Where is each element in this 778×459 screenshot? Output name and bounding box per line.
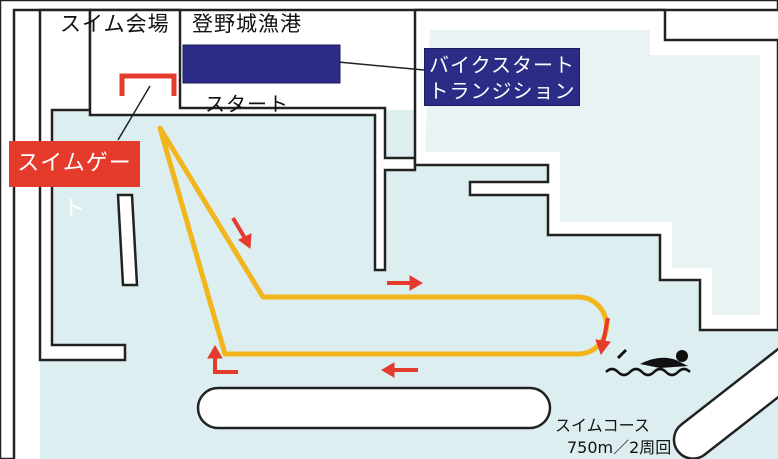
- left-pier-tip: [116, 193, 139, 287]
- gate-leader-line: [117, 85, 151, 141]
- start-label: スタート: [205, 92, 289, 116]
- arrow-icon: [381, 362, 395, 378]
- start-area: [182, 44, 341, 84]
- arrow-icon: [595, 339, 611, 356]
- arrow-icon: [409, 275, 423, 291]
- arrow-icon: [601, 317, 610, 344]
- bike-transition-box: バイクスタート トランジション: [424, 48, 580, 106]
- bike-leader-line: [337, 61, 425, 71]
- direction-arrows: [207, 216, 611, 378]
- transition-label: トランジション: [428, 79, 576, 103]
- swim-course-distance: 750m／2周回: [567, 438, 672, 457]
- breakwater-right: [672, 338, 778, 459]
- swimmer-icon: [605, 348, 691, 377]
- port-label: 登野城漁港: [192, 12, 302, 36]
- venue-label: スイム会場: [60, 12, 170, 36]
- swim-course-label: スイムコース: [555, 416, 650, 435]
- bike-start-label: バイクスタート: [429, 53, 575, 77]
- arrow-icon: [213, 355, 238, 374]
- arrow-icon: [207, 345, 223, 359]
- swim-gate-marker: [119, 73, 177, 96]
- swim-gate-label: スイムゲート: [9, 141, 140, 222]
- arrow-icon: [238, 233, 252, 249]
- breakwater-center: [196, 386, 552, 430]
- arrow-icon: [231, 216, 248, 242]
